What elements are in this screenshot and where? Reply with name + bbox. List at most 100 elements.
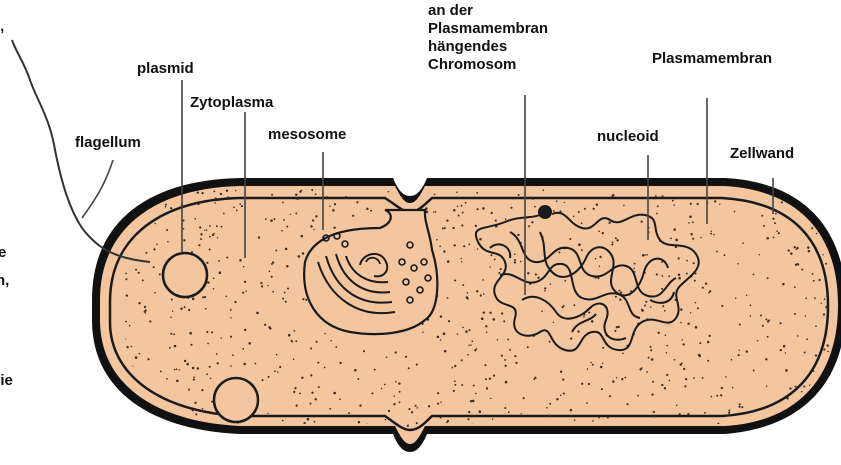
cytoplasm-dot <box>661 384 663 386</box>
cytoplasm-dot <box>135 269 137 271</box>
cytoplasm-dot <box>806 338 808 340</box>
cytoplasm-dot <box>358 421 360 423</box>
cytoplasm-dot <box>165 206 167 208</box>
cytoplasm-dot <box>694 280 696 282</box>
cytoplasm-dot <box>211 401 213 403</box>
cytoplasm-dot <box>359 405 361 407</box>
cytoplasm-dot <box>271 263 273 265</box>
cytoplasm-dot <box>581 222 583 224</box>
cytoplasm-dot <box>645 301 647 303</box>
cytoplasm-dot <box>678 277 681 280</box>
cytoplasm-dot <box>801 269 803 271</box>
cytoplasm-dot <box>194 402 196 404</box>
cytoplasm-dot <box>711 231 712 232</box>
cytoplasm-dot <box>774 222 776 224</box>
cytoplasm-dot <box>669 380 671 382</box>
cytoplasm-dot <box>700 237 701 238</box>
cytoplasm-dot <box>570 338 572 340</box>
cytoplasm-dot <box>517 234 519 236</box>
cytoplasm-dot <box>541 310 543 312</box>
cytoplasm-dot <box>125 278 127 280</box>
cytoplasm-dot <box>176 380 179 383</box>
cytoplasm-dot <box>135 356 138 359</box>
cytoplasm-dot <box>481 317 484 320</box>
cytoplasm-dot <box>195 413 197 415</box>
cytoplasm-dot <box>436 239 438 241</box>
cytoplasm-dot <box>534 206 536 208</box>
cytoplasm-dot <box>301 377 303 379</box>
cytoplasm-dot <box>668 275 670 277</box>
cytoplasm-dot <box>454 244 456 246</box>
cytoplasm-dot <box>827 351 829 353</box>
cytoplasm-dot <box>696 203 698 205</box>
cytoplasm-dot <box>109 400 112 403</box>
cytoplasm-dot <box>731 359 733 361</box>
cytoplasm-dot <box>386 356 388 358</box>
cytoplasm-dot <box>169 347 171 349</box>
cytoplasm-dot <box>775 213 777 215</box>
cytoplasm-dot <box>786 397 788 399</box>
cytoplasm-dot <box>598 230 600 232</box>
cytoplasm-dot <box>504 365 506 367</box>
label-chromosom-line2: Plasmamembran <box>428 20 548 38</box>
cytoplasm-dot <box>593 208 595 210</box>
cytoplasm-dot <box>560 394 562 396</box>
cytoplasm-dot <box>493 375 495 377</box>
cytoplasm-dot <box>699 355 701 357</box>
cytoplasm-dot <box>166 229 168 231</box>
cytoplasm-dot <box>687 413 689 415</box>
cytoplasm-dot <box>467 418 469 420</box>
cytoplasm-dot <box>732 387 734 389</box>
cytoplasm-dot <box>159 273 161 275</box>
cytoplasm-dot <box>138 302 140 304</box>
cytoplasm-dot <box>583 316 585 318</box>
cytoplasm-dot <box>644 305 646 307</box>
cytoplasm-dot <box>149 320 151 322</box>
cytoplasm-dot <box>690 312 691 313</box>
cytoplasm-dot <box>822 254 823 255</box>
cytoplasm-dot <box>314 398 316 400</box>
cytoplasm-dot <box>765 358 767 360</box>
cytoplasm-dot <box>214 202 216 204</box>
cytoplasm-dot <box>232 354 234 356</box>
cytoplasm-dot <box>173 334 175 336</box>
cytoplasm-dot <box>616 326 618 328</box>
cytoplasm-dot <box>570 409 573 412</box>
cytoplasm-dot <box>742 242 744 244</box>
cytoplasm-dot <box>334 203 336 205</box>
cytoplasm-dot <box>270 219 273 222</box>
cytoplasm-dot <box>665 335 667 337</box>
cytoplasm-dot <box>794 286 796 288</box>
cytoplasm-dot <box>333 392 336 395</box>
cytoplasm-dot <box>442 227 444 229</box>
cytoplasm-dot <box>514 259 516 261</box>
cytoplasm-dot <box>785 369 788 372</box>
cytoplasm-dot <box>332 209 334 211</box>
cytoplasm-dot <box>457 206 459 208</box>
cytoplasm-dot <box>527 346 529 348</box>
cytoplasm-dot <box>443 250 445 252</box>
cytoplasm-dot <box>348 412 350 414</box>
cytoplasm-dot <box>285 301 287 303</box>
cytoplasm-dot <box>653 411 655 413</box>
cytoplasm-dot <box>454 384 456 386</box>
cytoplasm-dot <box>710 233 712 235</box>
cytoplasm-dot <box>446 422 448 424</box>
cytoplasm-dot <box>477 248 478 249</box>
cytoplasm-dot <box>469 329 471 331</box>
cytoplasm-dot <box>560 210 562 212</box>
cytoplasm-dot <box>465 202 467 204</box>
cytoplasm-dot <box>461 205 463 207</box>
cytoplasm-dot <box>760 315 762 317</box>
cytoplasm-dot <box>805 297 807 299</box>
cytoplasm-dot <box>495 220 497 222</box>
cytoplasm-dot <box>830 397 832 399</box>
cytoplasm-dot <box>493 318 496 321</box>
cytoplasm-dot <box>125 321 127 323</box>
cytoplasm-dot <box>465 330 468 333</box>
cytoplasm-dot <box>398 382 400 384</box>
cytoplasm-dot <box>564 280 566 282</box>
cytoplasm-dot <box>357 378 359 380</box>
cytoplasm-dot <box>670 238 672 240</box>
cytoplasm-dot <box>276 354 278 356</box>
